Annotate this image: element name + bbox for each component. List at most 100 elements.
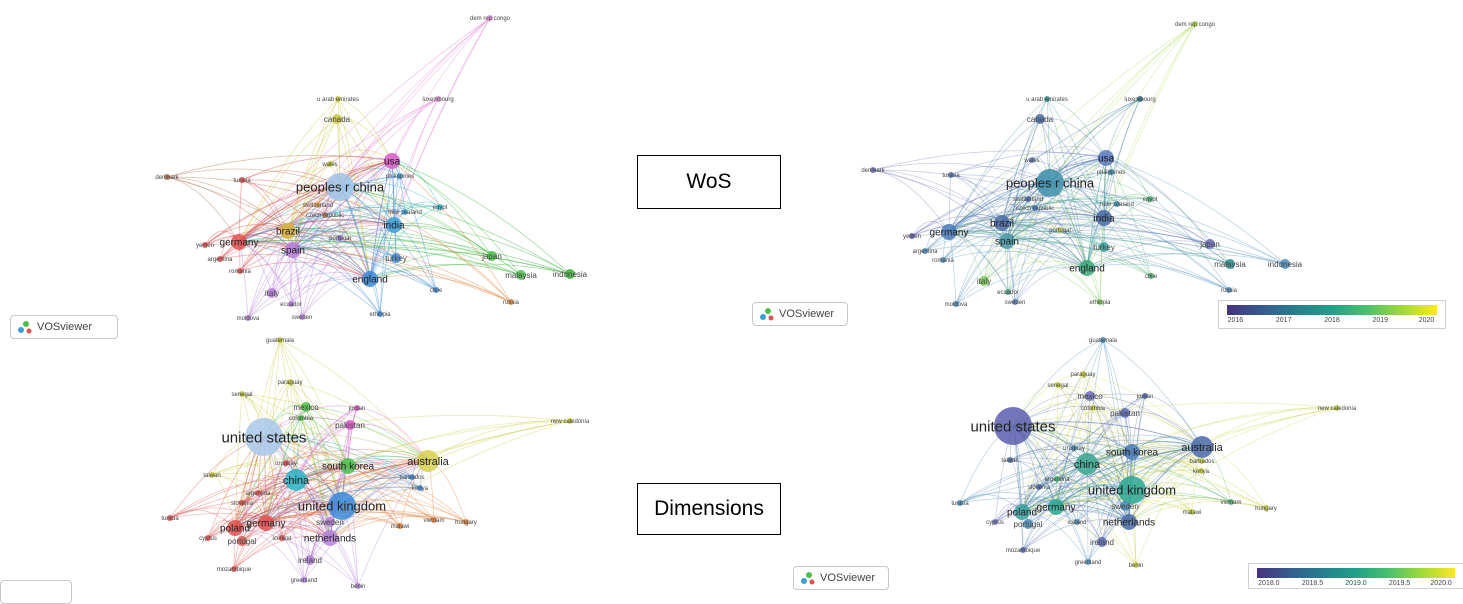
network-node[interactable]: [1036, 169, 1064, 197]
network-node[interactable]: [1079, 260, 1095, 276]
network-node[interactable]: [979, 276, 989, 286]
network-node[interactable]: [409, 474, 415, 480]
network-node[interactable]: [1097, 299, 1103, 305]
network-node[interactable]: [301, 577, 307, 583]
network-node[interactable]: [305, 555, 315, 565]
network-node[interactable]: [1025, 196, 1031, 202]
network-node[interactable]: [435, 96, 441, 102]
network-node[interactable]: [1097, 537, 1107, 547]
network-node[interactable]: [1189, 509, 1195, 515]
network-node[interactable]: [335, 96, 341, 102]
network-node[interactable]: [1121, 514, 1137, 530]
network-node[interactable]: [287, 379, 293, 385]
network-node[interactable]: [508, 299, 514, 305]
network-node[interactable]: [1118, 476, 1146, 504]
network-node[interactable]: [362, 271, 378, 287]
network-node[interactable]: [217, 256, 223, 262]
network-node[interactable]: [1005, 289, 1011, 295]
network-node[interactable]: [909, 233, 915, 239]
network-node[interactable]: [1192, 21, 1198, 27]
network-node[interactable]: [1035, 114, 1045, 124]
network-node[interactable]: [1191, 436, 1213, 458]
network-node[interactable]: [1023, 519, 1033, 529]
network-node[interactable]: [994, 407, 1032, 445]
network-node[interactable]: [1071, 445, 1077, 451]
network-node[interactable]: [1012, 299, 1018, 305]
network-node[interactable]: [205, 535, 211, 541]
network-node[interactable]: [1120, 408, 1130, 418]
network-node[interactable]: [948, 172, 954, 178]
network-node[interactable]: [463, 519, 469, 525]
network-node[interactable]: [1263, 505, 1269, 511]
network-node[interactable]: [283, 460, 289, 466]
network-node[interactable]: [1090, 405, 1096, 411]
network-node[interactable]: [288, 301, 294, 307]
network-node[interactable]: [258, 515, 274, 531]
network-node[interactable]: [1007, 457, 1013, 463]
network-node[interactable]: [437, 204, 443, 210]
network-node[interactable]: [231, 566, 237, 572]
network-node[interactable]: [239, 177, 245, 183]
network-node[interactable]: [1048, 499, 1064, 515]
network-node[interactable]: [1036, 484, 1042, 490]
network-node[interactable]: [386, 217, 402, 233]
network-node[interactable]: [279, 535, 285, 541]
network-node[interactable]: [1148, 273, 1154, 279]
network-node[interactable]: [384, 153, 400, 169]
network-node[interactable]: [487, 15, 493, 21]
network-node[interactable]: [1054, 476, 1060, 482]
network-node[interactable]: [391, 253, 401, 263]
network-node[interactable]: [377, 311, 383, 317]
network-node[interactable]: [237, 268, 243, 274]
network-node[interactable]: [1142, 393, 1148, 399]
network-node[interactable]: [1032, 205, 1038, 211]
network-node[interactable]: [245, 418, 283, 456]
network-node[interactable]: [328, 492, 356, 520]
network-node[interactable]: [299, 314, 305, 320]
network-node[interactable]: [1108, 169, 1114, 175]
network-node[interactable]: [332, 114, 342, 124]
network-node[interactable]: [245, 315, 251, 321]
network-node[interactable]: [231, 234, 247, 250]
network-node[interactable]: [567, 418, 573, 424]
network-node[interactable]: [565, 269, 575, 279]
network-node[interactable]: [397, 523, 403, 529]
network-node[interactable]: [1085, 391, 1095, 401]
network-node[interactable]: [1076, 453, 1098, 475]
network-node[interactable]: [957, 500, 963, 506]
network-node[interactable]: [227, 520, 243, 536]
network-node[interactable]: [1225, 259, 1235, 269]
network-node[interactable]: [870, 167, 876, 173]
network-node[interactable]: [326, 173, 354, 201]
network-node[interactable]: [340, 458, 356, 474]
network-node[interactable]: [322, 212, 328, 218]
network-node[interactable]: [1096, 210, 1112, 226]
network-node[interactable]: [1147, 196, 1153, 202]
network-node[interactable]: [202, 242, 208, 248]
network-node[interactable]: [267, 288, 277, 298]
network-node[interactable]: [1228, 499, 1234, 505]
network-node[interactable]: [953, 301, 959, 307]
network-node[interactable]: [285, 469, 307, 491]
network-node[interactable]: [1055, 382, 1061, 388]
network-node[interactable]: [992, 519, 998, 525]
network-node[interactable]: [1098, 150, 1114, 166]
network-node[interactable]: [354, 405, 360, 411]
network-node[interactable]: [1080, 371, 1086, 377]
network-node[interactable]: [239, 500, 245, 506]
network-node[interactable]: [402, 209, 408, 215]
network-node[interactable]: [1044, 96, 1050, 102]
network-node[interactable]: [327, 161, 333, 167]
network-node[interactable]: [337, 235, 343, 241]
network-node[interactable]: [994, 215, 1010, 231]
network-node[interactable]: [1014, 504, 1030, 520]
network-node[interactable]: [1057, 227, 1063, 233]
network-node[interactable]: [1334, 405, 1340, 411]
network-node[interactable]: [255, 490, 261, 496]
network-node[interactable]: [280, 223, 296, 239]
network-node[interactable]: [1133, 562, 1139, 568]
network-node[interactable]: [417, 450, 439, 472]
network-node[interactable]: [1120, 501, 1130, 511]
network-node[interactable]: [301, 402, 311, 412]
network-node[interactable]: [277, 337, 283, 343]
